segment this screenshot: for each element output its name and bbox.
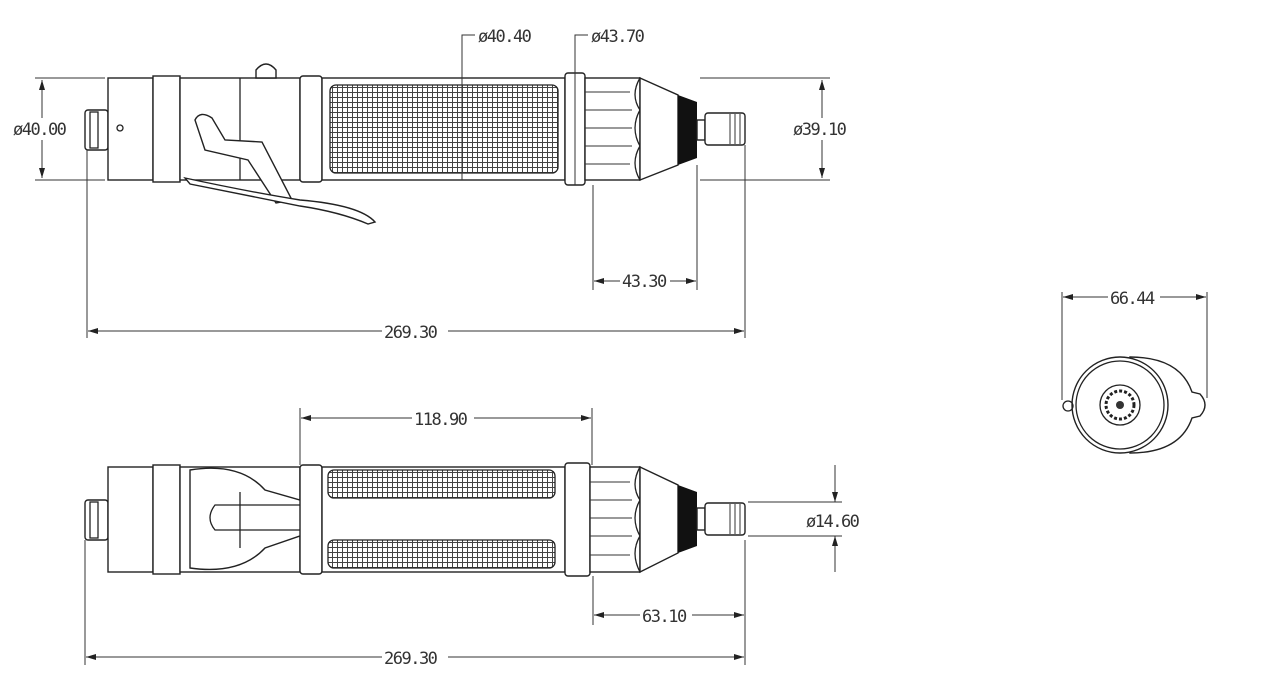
dim-nose-length: 43.30	[622, 272, 667, 292]
knurled-grip-lower	[327, 539, 556, 569]
dim-tail-diameter: ø40.00	[13, 120, 67, 140]
dim-nose-diameter: ø39.10	[793, 120, 847, 140]
bottom-view: 118.90 ø14.60 63.10 269.30	[84, 408, 869, 669]
dim-bit-diameter: ø14.60	[806, 512, 860, 532]
dim-total-length-bottom: 269.30	[384, 649, 438, 669]
tool-bottom-profile	[84, 462, 746, 577]
dim-ring-diameter: ø43.70	[591, 27, 645, 47]
dim-grip-length: 118.90	[414, 410, 468, 430]
dim-total-length-top: 269.30	[384, 323, 438, 343]
dim-grip-diameter: ø40.40	[478, 27, 532, 47]
dim-front-length: 63.10	[642, 607, 687, 627]
knurled-grip-upper	[327, 469, 556, 499]
air-valve-knob	[255, 63, 277, 79]
end-view: 66.44	[1061, 287, 1208, 454]
tool-side-profile	[84, 63, 746, 225]
knurled-grip	[329, 84, 559, 174]
dim-end-width: 66.44	[1110, 289, 1155, 309]
top-view: ø40.00 ø40.40 ø43.70 ø39.10 43.30 269.30	[12, 27, 854, 343]
